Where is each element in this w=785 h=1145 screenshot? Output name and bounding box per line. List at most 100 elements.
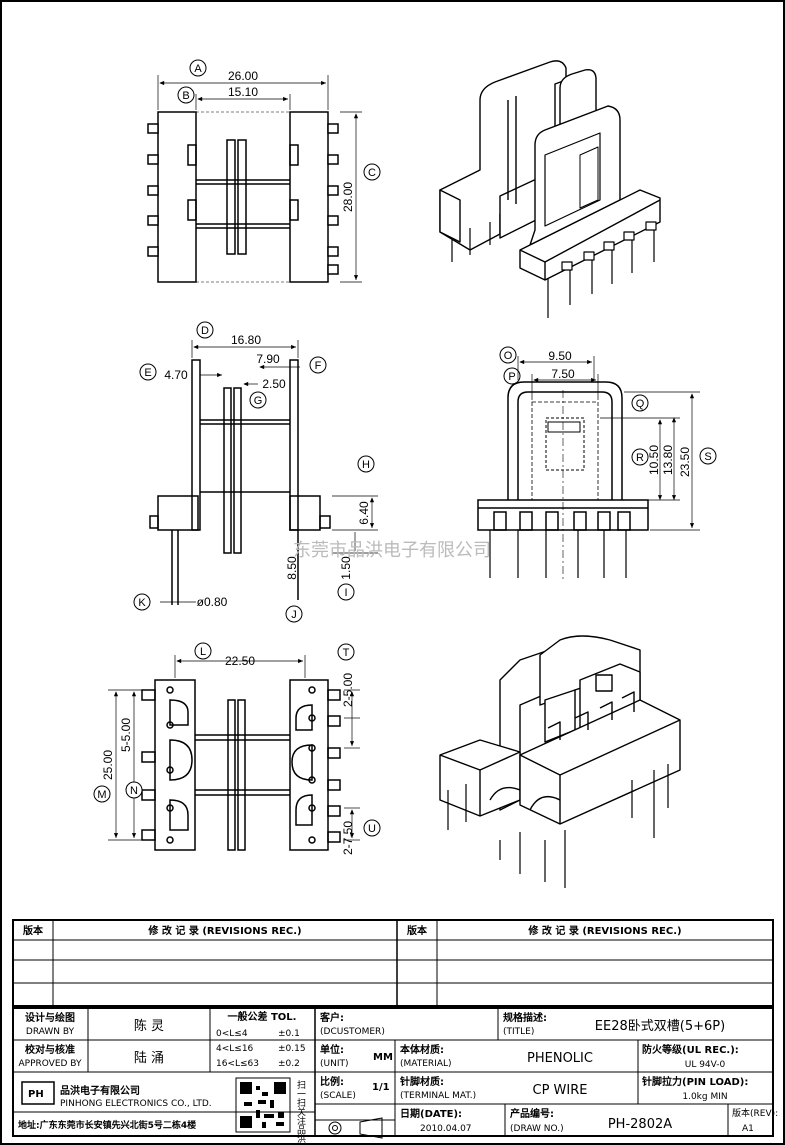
bubble-r [631,448,649,466]
rev-col3: 版本 [407,924,428,937]
customer-label-en: (DCUSTOMER) [320,1027,385,1037]
bubble-k [133,593,151,611]
top-left-flange [157,111,197,283]
dim-r2-text: 13.80 [661,445,675,475]
title-value: EE28卧式双槽(5+6P) [595,1019,725,1034]
top-view-dims: A B C 26.00 15.10 28.00 [177,59,381,212]
bubble-a-label: A [194,63,202,75]
tol-range-1: 0<L≤4 [216,1029,248,1039]
designer-label-en: DRAWN BY [26,1027,75,1037]
dim-m-text: 25.00 [101,750,115,780]
top-view [147,75,362,283]
iso-view-1 [439,60,661,318]
company-address: 地址:广东东莞市长安镇先兴北街5号二栋4楼 [18,1119,196,1131]
pinload-label: 针脚拉力(PIN LOAD): [642,1075,748,1088]
dim-k-text: ø0.80 [197,595,228,609]
bubble-c [363,163,381,181]
bubble-m [93,785,111,803]
pinload-value: 1.0kg MIN [682,1092,727,1102]
bubble-s-label: S [704,451,711,463]
date-label: 日期(DATE): [400,1107,462,1120]
material-label: 本体材质: [400,1043,444,1056]
tol-val-3: ±0.2 [278,1059,300,1069]
side-view [477,356,700,580]
bubble-s [699,447,717,465]
bubble-b [177,86,195,104]
dim-l-text: 22.50 [225,654,255,668]
bubble-a [189,59,207,77]
bubble-r-label: R [636,452,644,464]
dim-j-text: 8.50 [285,556,299,580]
unit-label-en: (UNIT) [320,1059,349,1069]
bubble-i [337,583,355,601]
dim-o-text: 9.50 [548,349,572,363]
qr-code [240,1082,286,1128]
iso-view-2 [439,635,681,888]
bubble-b-label: B [182,90,189,102]
dim-p-text: 7.50 [551,367,575,381]
bubble-k-label: K [138,597,146,609]
front-view [149,340,378,605]
drawno-label: 产品编号: [510,1107,554,1120]
ul-label: 防火等级(UL REC.): [642,1043,739,1056]
designer-label-cn: 设计与绘图 [25,1011,75,1024]
bubble-f [309,356,327,374]
bubble-i-label: I [344,587,347,599]
checker-name: 陆 涌 [134,1050,164,1066]
bubble-m-label: M [97,789,106,801]
side-view-dims: O P Q R S 9.50 7.50 10.50 13.80 23.50 [499,346,717,477]
title-label: 规格描述: [503,1011,547,1024]
bubble-n-label: N [130,785,138,797]
tol-title: 一般公差 TOL. [228,1010,297,1023]
top-right-flange [289,111,329,283]
designer-name: 陈 灵 [134,1018,164,1034]
ul-value: UL 94V-0 [685,1060,726,1070]
bubble-p [503,367,521,385]
front-view-dims: D E F G H I J K 16.80 4.70 7.90 2.50 6.4… [133,321,375,623]
bubble-u [363,819,381,837]
dim-n-text: 5-5.00 [119,718,133,752]
unit-value: MM [373,1052,393,1063]
bubble-q-label: Q [636,398,645,410]
tol-range-3: 16<L≤63 [216,1059,259,1069]
rev-value: A1 [742,1124,754,1134]
dim-e-text: 4.70 [164,368,188,382]
bubble-t-label: T [343,647,350,659]
bottom-view [108,655,360,851]
drawno-value: PH-2802A [608,1117,672,1132]
bubble-q [631,394,649,412]
revisions-table [12,919,774,1007]
bubble-o [499,346,517,364]
dim-t-text: 2-5.00 [341,673,355,707]
terminal-label-en: (TERMINAL MAT.) [400,1091,476,1101]
bubble-t [337,643,355,661]
material-value: PHENOLIC [527,1051,593,1066]
watermark: 东莞市品洪电子有限公司 [293,540,491,561]
dim-r-text: 10.50 [647,445,661,475]
dim-f-text: 7.90 [256,352,280,366]
bubble-h [357,455,375,473]
company-logo: PH [28,1089,44,1100]
bubble-h-label: H [362,459,370,471]
material-label-en: (MATERIAL) [400,1059,452,1069]
bubble-e-label: E [144,367,151,379]
rev-col1: 版本 [23,924,44,937]
bubble-o-label: O [504,350,513,362]
bubble-d [196,321,214,339]
bubble-c-label: C [368,167,376,179]
tol-range-2: 4<L≤16 [216,1044,254,1054]
company-name-en: PINHONG ELECTRONICS CO., LTD. [60,1099,212,1109]
bubble-l-label: L [200,646,206,658]
checker-label-en: APPROVED BY [18,1059,82,1069]
bubble-g-label: G [254,395,263,407]
dim-c-text: 28.00 [341,182,355,212]
bubble-l [194,642,212,660]
dim-b-text: 15.10 [228,85,258,99]
bubble-n [125,781,143,799]
qr-label: 扫一扫关注品洪 [295,1079,306,1144]
scale-label-en: (SCALE) [320,1091,356,1101]
bubble-j [285,605,303,623]
bottom-view-dims: L T N M U 22.50 2-5.00 5-5.00 25.00 2-7.… [93,642,381,855]
tol-val-1: ±0.1 [278,1029,300,1039]
